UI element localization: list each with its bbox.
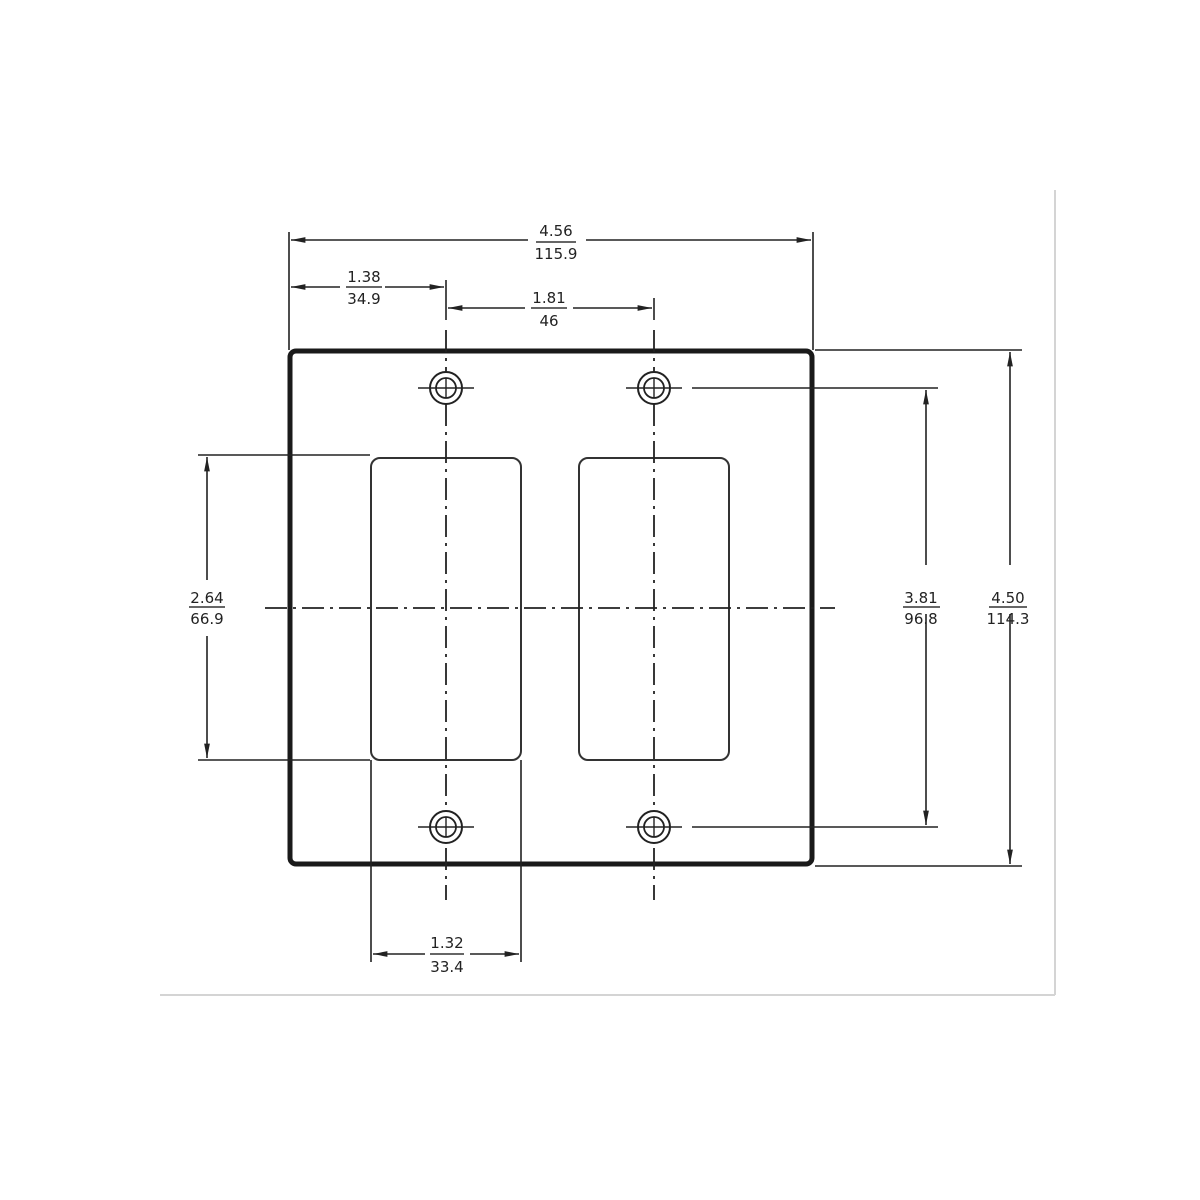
dim-opening-width: 1.32 33.4 bbox=[373, 934, 519, 976]
dim-screw-spacing-horizontal: 1.81 46 bbox=[448, 289, 652, 330]
screw-hole-bottom-left bbox=[418, 810, 474, 844]
dim-edge-to-screw-mm: 34.9 bbox=[347, 290, 380, 308]
dim-overall-height-mm: 114.3 bbox=[987, 610, 1030, 628]
dim-overall-height: 4.50 114.3 bbox=[987, 352, 1030, 864]
dim-screw-spacing-horizontal-in: 1.81 bbox=[532, 289, 565, 307]
dim-overall-width-mm: 115.9 bbox=[535, 245, 578, 263]
dim-opening-width-mm: 33.4 bbox=[430, 958, 463, 976]
dim-screw-spacing-horizontal-mm: 46 bbox=[539, 312, 558, 330]
dim-opening-height-mm: 66.9 bbox=[190, 610, 223, 628]
dim-edge-to-screw-in: 1.38 bbox=[347, 268, 380, 286]
screw-hole-top-left bbox=[418, 371, 474, 405]
screw-hole-bottom-right bbox=[626, 810, 682, 844]
center-lines bbox=[265, 330, 835, 900]
extension-lines bbox=[198, 232, 1022, 962]
dim-screw-spacing-vertical-in: 3.81 bbox=[904, 589, 937, 607]
dim-overall-width: 4.56 115.9 bbox=[291, 222, 811, 263]
dim-screw-spacing-vertical-mm: 96.8 bbox=[904, 610, 937, 628]
dim-opening-height: 2.64 66.9 bbox=[189, 457, 225, 758]
dim-screw-spacing-vertical: 3.81 96.8 bbox=[903, 390, 940, 825]
dim-opening-width-in: 1.32 bbox=[430, 934, 463, 952]
dim-overall-width-in: 4.56 bbox=[539, 222, 572, 240]
screw-hole-top-right bbox=[626, 371, 682, 405]
page-frame bbox=[160, 190, 1056, 996]
dim-edge-to-screw: 1.38 34.9 bbox=[291, 268, 444, 308]
dim-opening-height-in: 2.64 bbox=[190, 589, 223, 607]
dim-overall-height-in: 4.50 bbox=[991, 589, 1024, 607]
